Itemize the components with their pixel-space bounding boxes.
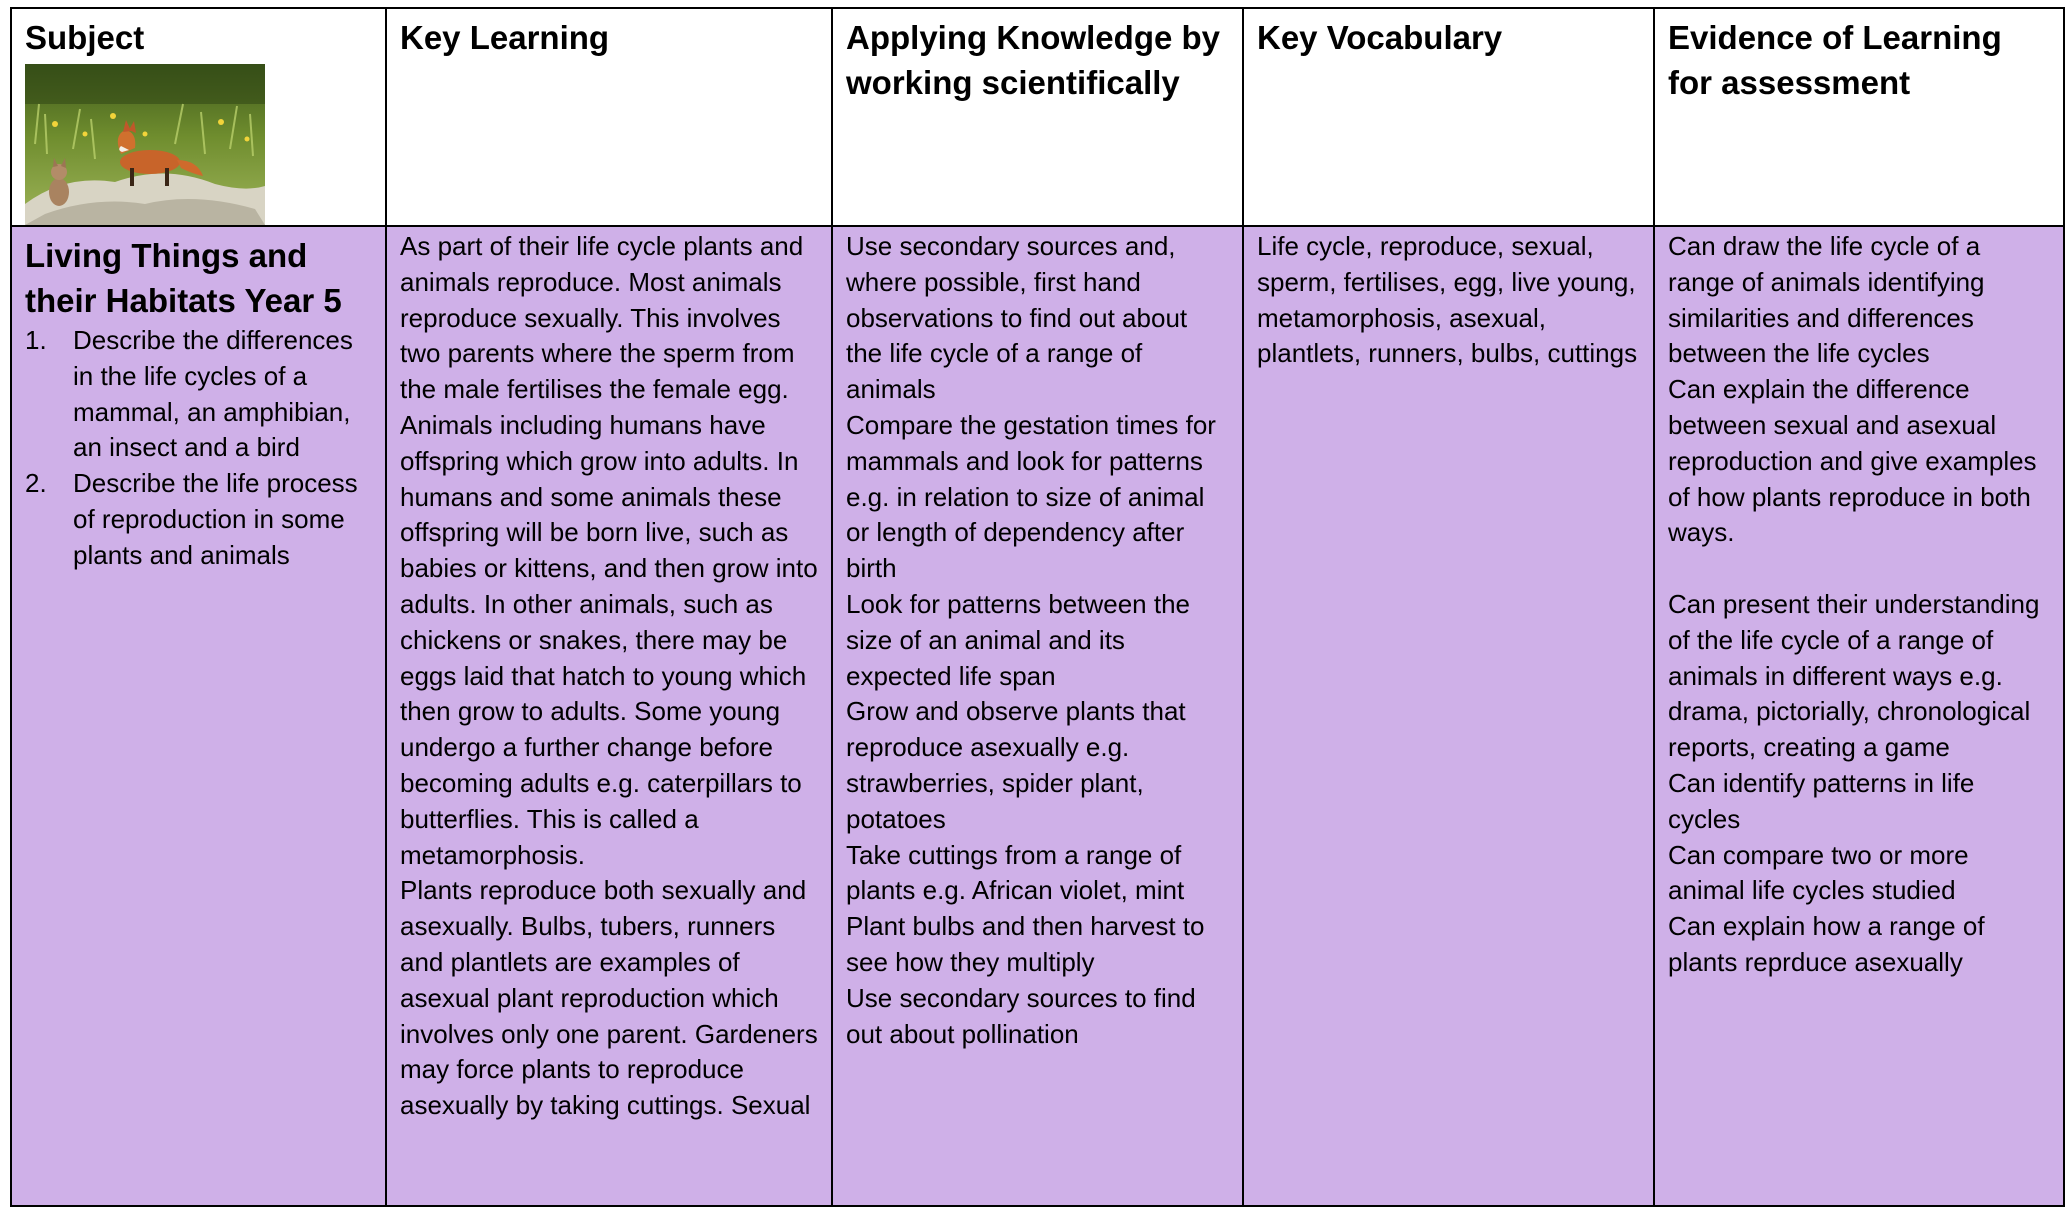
curriculum-table: Subject	[10, 7, 2065, 1207]
vocabulary-header: Key Vocabulary	[1257, 19, 1503, 56]
key-learning-text: As part of their life cycle plants and a…	[400, 231, 818, 1121]
objective-number: 2.	[25, 468, 47, 499]
applying-cell: Use secondary sources and, where possibl…	[831, 225, 1244, 1207]
evidence-header-cell: Evidence of Learning for assessment	[1653, 7, 2065, 227]
applying-header-cell: Applying Knowledge by working scientific…	[831, 7, 1244, 227]
key-learning-cell: As part of their life cycle plants and a…	[385, 225, 833, 1207]
key-learning-header: Key Learning	[400, 19, 610, 56]
subject-header: Subject	[25, 19, 145, 56]
applying-header: Applying Knowledge by working scientific…	[846, 19, 1221, 101]
fox-photo	[25, 64, 265, 225]
vocabulary-header-cell: Key Vocabulary	[1242, 7, 1655, 227]
header-row: Subject	[10, 7, 2065, 227]
vocabulary-text: Life cycle, reproduce, sexual, sperm, fe…	[1257, 231, 1638, 369]
objective-text: Describe the differences in the life cyc…	[73, 325, 353, 463]
subject-cell: Living Things and their Habitats Year 5 …	[10, 225, 387, 1207]
evidence-text-part2: Can present their understanding of the l…	[1668, 588, 2040, 977]
applying-text: Use secondary sources and, where possibl…	[846, 231, 1216, 1049]
evidence-cell: Can draw the life cycle of a range of an…	[1653, 225, 2065, 1207]
subject-header-cell: Subject	[10, 7, 387, 227]
evidence-header: Evidence of Learning for assessment	[1668, 19, 2002, 101]
objectives-list: 1. Describe the differences in the life …	[25, 323, 372, 574]
evidence-text-part1: Can draw the life cycle of a range of an…	[1668, 231, 2037, 548]
key-learning-header-cell: Key Learning	[385, 7, 833, 227]
objective-item: 2. Describe the life process of reproduc…	[25, 466, 372, 573]
subject-title: Living Things and their Habitats Year 5	[25, 237, 342, 319]
vocabulary-cell: Life cycle, reproduce, sexual, sperm, fe…	[1242, 225, 1655, 1207]
content-row: Living Things and their Habitats Year 5 …	[10, 225, 2065, 1207]
objective-item: 1. Describe the differences in the life …	[25, 323, 372, 466]
objective-text: Describe the life process of reproductio…	[73, 468, 358, 570]
objective-number: 1.	[25, 325, 47, 355]
evidence-spacer	[1668, 551, 2050, 587]
